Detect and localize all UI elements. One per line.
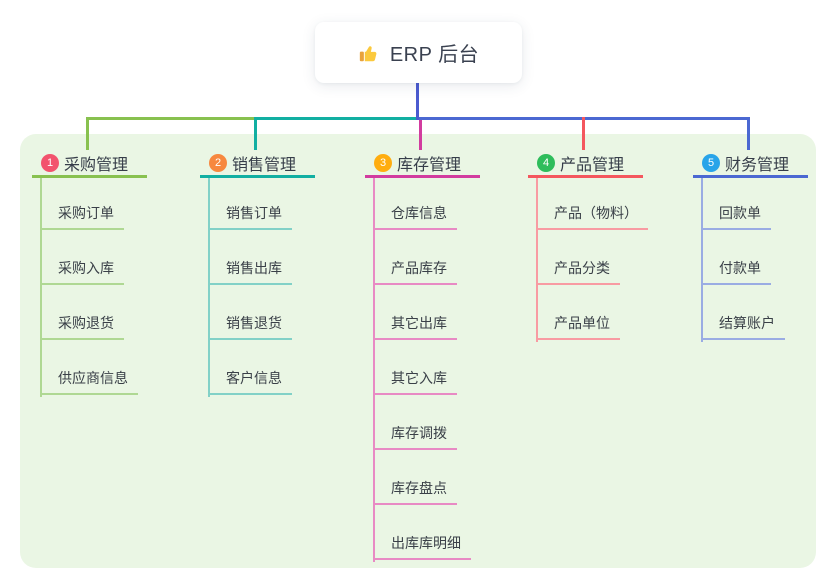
branch-children: 仓库信息产品库存其它出库其它入库库存调拨库存盘点出库库明细 (365, 178, 480, 560)
child-node[interactable]: 结算账户 (701, 285, 808, 340)
child-node[interactable]: 付款单 (701, 230, 808, 285)
branch-index-badge: 5 (702, 154, 720, 172)
child-node-label: 销售出库 (208, 258, 292, 285)
child-node-label: 产品单位 (536, 313, 620, 340)
connector-line (254, 117, 257, 150)
child-node-label: 产品库存 (373, 258, 457, 285)
branch-children: 回款单付款单结算账户 (693, 178, 808, 340)
child-node[interactable]: 销售订单 (208, 178, 315, 230)
child-node-label: 客户信息 (208, 368, 292, 395)
branch-label: 产品管理 (560, 157, 625, 174)
child-node-label: 回款单 (701, 203, 771, 230)
branch-index-badge: 4 (537, 154, 555, 172)
child-node-label: 付款单 (701, 258, 771, 285)
connector-line (86, 117, 89, 150)
child-node-label: 出库库明细 (373, 533, 471, 560)
branch-spine (373, 178, 375, 562)
branch-4: 4 产品管理产品（物料） 产品分类产品单位 (528, 151, 648, 342)
child-node[interactable]: 出库库明细 (373, 505, 480, 560)
child-node[interactable]: 其它出库 (373, 285, 480, 340)
child-node-label: 产品分类 (536, 258, 620, 285)
child-node-label: 产品（物料） (536, 203, 648, 230)
child-node[interactable]: 客户信息 (208, 340, 315, 395)
child-node[interactable]: 采购退货 (40, 285, 147, 340)
branch-header-5[interactable]: 5 财务管理 (693, 151, 808, 178)
branch-label: 采购管理 (64, 157, 129, 174)
branch-index-badge: 1 (41, 154, 59, 172)
branch-2: 2 销售管理销售订单销售出库销售退货客户信息 (200, 151, 315, 397)
connector-line (416, 83, 419, 120)
root-node[interactable]: ERP 后台 (315, 22, 522, 83)
branch-header-3[interactable]: 3 库存管理 (365, 151, 480, 178)
child-node-label: 销售退货 (208, 313, 292, 340)
connector-line (747, 117, 750, 150)
branch-spine (536, 178, 538, 342)
branch-3: 3 库存管理仓库信息产品库存其它出库其它入库库存调拨库存盘点出库库明细 (365, 151, 480, 562)
child-node[interactable]: 仓库信息 (373, 178, 480, 230)
child-node[interactable]: 产品单位 (536, 285, 648, 340)
child-node[interactable]: 产品（物料） (536, 178, 648, 230)
child-node-label: 供应商信息 (40, 368, 138, 395)
branch-label: 销售管理 (232, 157, 297, 174)
child-node[interactable]: 采购订单 (40, 178, 147, 230)
child-node-label: 采购退货 (40, 313, 124, 340)
connector-line (419, 120, 422, 150)
branch-label: 库存管理 (397, 157, 462, 174)
child-node-label: 销售订单 (208, 203, 292, 230)
branch-children: 销售订单销售出库销售退货客户信息 (200, 178, 315, 395)
child-node-label: 库存调拨 (373, 423, 457, 450)
child-node[interactable]: 采购入库 (40, 230, 147, 285)
connector-line (582, 117, 585, 150)
child-node-label: 其它入库 (373, 368, 457, 395)
branch-1: 1 采购管理采购订单采购入库采购退货供应商信息 (32, 151, 147, 397)
child-node[interactable]: 供应商信息 (40, 340, 147, 395)
child-node[interactable]: 产品分类 (536, 230, 648, 285)
child-node-label: 采购订单 (40, 203, 124, 230)
child-node[interactable]: 回款单 (701, 178, 808, 230)
branch-children: 采购订单采购入库采购退货供应商信息 (32, 178, 147, 395)
root-node-label: ERP 后台 (389, 44, 480, 66)
branch-spine (701, 178, 703, 342)
child-node-label: 其它出库 (373, 313, 457, 340)
branch-spine (40, 178, 42, 397)
branch-index-badge: 2 (209, 154, 227, 172)
child-node[interactable]: 产品库存 (373, 230, 480, 285)
branch-header-4[interactable]: 4 产品管理 (528, 151, 643, 178)
branches-panel (20, 134, 816, 568)
branch-index-badge: 3 (374, 154, 392, 172)
child-node-label: 库存盘点 (373, 478, 457, 505)
child-node-label: 采购入库 (40, 258, 124, 285)
branch-label: 财务管理 (725, 157, 790, 174)
child-node[interactable]: 库存调拨 (373, 395, 480, 450)
child-node[interactable]: 其它入库 (373, 340, 480, 395)
child-node[interactable]: 销售退货 (208, 285, 315, 340)
branch-spine (208, 178, 210, 397)
child-node-label: 结算账户 (701, 313, 785, 340)
branch-5: 5 财务管理回款单付款单结算账户 (693, 151, 808, 342)
child-node[interactable]: 销售出库 (208, 230, 315, 285)
branch-header-2[interactable]: 2 销售管理 (200, 151, 315, 178)
child-node-label: 仓库信息 (373, 203, 457, 230)
branch-header-1[interactable]: 1 采购管理 (32, 151, 147, 178)
branch-children: 产品（物料） 产品分类产品单位 (528, 178, 648, 340)
connector-line (255, 117, 422, 120)
thumbs-up-icon (358, 42, 380, 64)
child-node[interactable]: 库存盘点 (373, 450, 480, 505)
